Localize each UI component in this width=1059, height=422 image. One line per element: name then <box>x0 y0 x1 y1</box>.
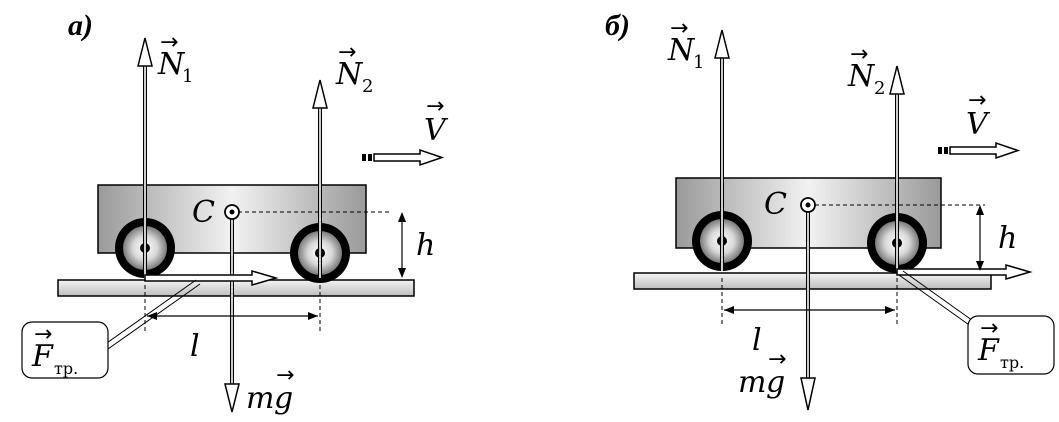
n1-vector-mark: → <box>670 16 688 41</box>
height-label: h <box>998 221 1017 256</box>
wheelbase-label: l <box>752 323 762 358</box>
friction-label: F <box>977 333 1000 368</box>
n1-subscript: 1 <box>693 52 704 73</box>
n2-label: N <box>335 57 364 92</box>
wheelbase-dimension <box>144 285 321 332</box>
panel-b: б) N 1 → N <box>605 9 1055 411</box>
height-dimension <box>398 212 406 278</box>
n1-subscript: 1 <box>182 66 193 87</box>
height-label: h <box>416 228 435 263</box>
velocity-arrow <box>362 148 445 167</box>
n2-label: N <box>847 59 876 94</box>
friction-force-arrow <box>896 264 1033 280</box>
n2-vector-mark: → <box>850 42 868 67</box>
velocity-label: V <box>966 107 991 142</box>
n2-subscript: 2 <box>874 78 885 99</box>
friction-vector-mark: → <box>34 322 52 347</box>
normal-force-n1-arrow <box>137 37 153 278</box>
friction-callout-leader <box>103 279 197 346</box>
normal-force-n1-arrow <box>714 29 730 271</box>
friction-callout-leader <box>898 274 973 328</box>
velocity-vector-mark: → <box>426 94 444 119</box>
n1-vector-mark: → <box>160 30 178 55</box>
friction-subscript: тр. <box>54 359 78 378</box>
friction-callout-box <box>967 315 1055 375</box>
normal-force-n2-arrow <box>889 65 905 271</box>
friction-vector-mark: → <box>980 316 998 341</box>
n1-label: N <box>157 47 186 82</box>
friction-label: F <box>31 339 54 374</box>
n2-subscript: 2 <box>362 76 373 97</box>
wheelbase-dimension <box>721 278 898 326</box>
friction-force-arrow <box>144 270 279 286</box>
gravity-force-arrow <box>800 205 816 411</box>
panel-b-label: б) <box>605 9 630 42</box>
normal-force-n2-arrow <box>312 79 328 278</box>
mg-label-g: g <box>274 381 293 416</box>
gravity-force-arrow <box>224 212 240 413</box>
mg-label-g: g <box>766 365 785 400</box>
panel-a: а) N 1 → N <box>21 9 449 416</box>
friction-subscript: тр. <box>1000 353 1024 372</box>
velocity-vector-mark: → <box>968 88 986 113</box>
velocity-arrow <box>938 141 1021 160</box>
center-of-mass-label: C <box>764 187 787 222</box>
wheelbase-label: l <box>190 329 200 364</box>
mg-vector-mark: → <box>276 363 294 388</box>
n2-vector-mark: → <box>338 40 356 65</box>
mg-label-m: m <box>246 381 274 416</box>
ground-plane <box>57 279 415 297</box>
panel-a-label: а) <box>68 9 93 42</box>
friction-callout-box <box>21 321 109 379</box>
velocity-label: V <box>424 113 449 148</box>
center-of-mass-label: C <box>192 195 215 230</box>
height-dimension <box>976 205 984 271</box>
n1-label: N <box>667 33 696 68</box>
mg-label-m: m <box>738 365 766 400</box>
mg-vector-mark: → <box>768 347 786 372</box>
